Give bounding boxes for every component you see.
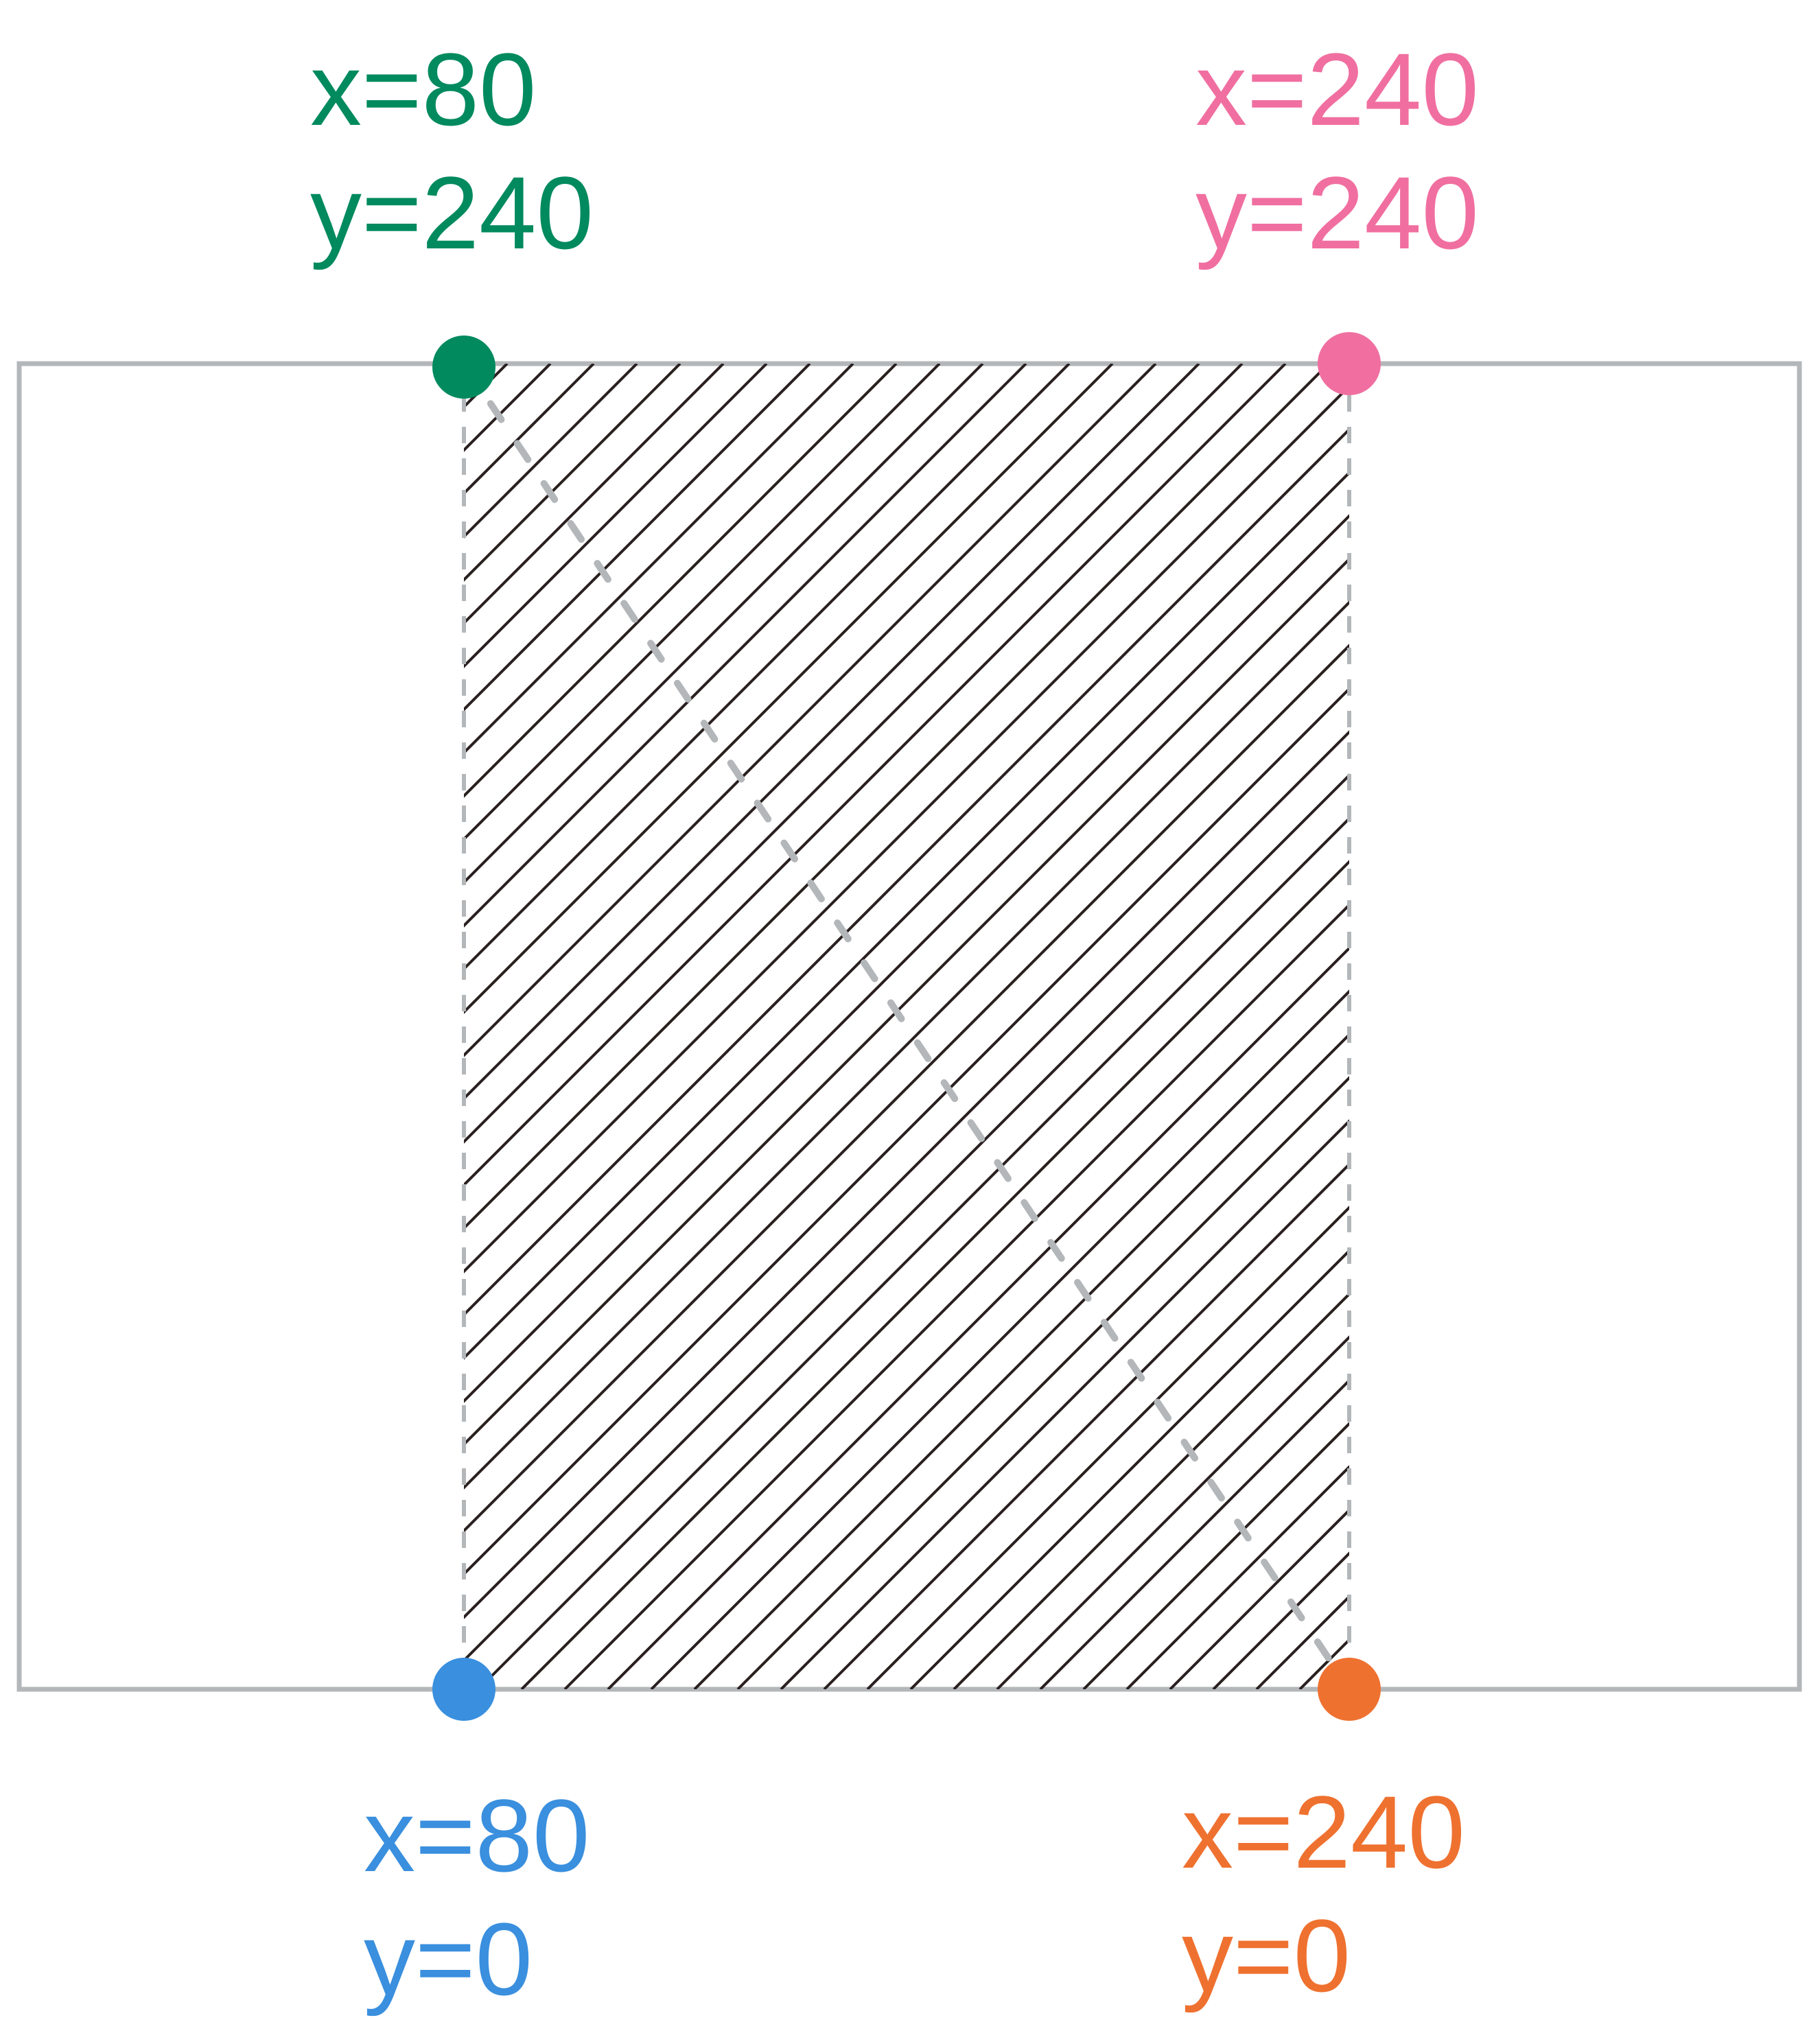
hatch-line	[563, 903, 1349, 1689]
hatched-region	[464, 364, 1349, 1689]
hatch-line	[866, 1206, 1349, 1689]
hatch-line	[464, 557, 1349, 1446]
point-bottom-left	[432, 1658, 495, 1721]
hatch-line	[464, 364, 1200, 1101]
hatch-line	[464, 364, 1330, 1230]
label-bottom-left-y: y=0	[364, 1901, 533, 2017]
hatch-line	[464, 364, 1157, 1057]
hatch-line	[780, 1119, 1349, 1689]
outer-frame	[16, 361, 1802, 1692]
hatch-line	[607, 946, 1349, 1689]
hatch-line	[1082, 1422, 1349, 1689]
hatch-line	[464, 364, 984, 884]
label-top-right-x: x=240	[1195, 32, 1479, 147]
label-bottom-right: x=240 y=0	[1182, 1770, 1465, 2017]
label-bottom-left: x=80 y=0	[364, 1774, 590, 2021]
point-top-left	[432, 336, 495, 399]
hatch-line	[464, 364, 552, 452]
hatch-line	[477, 817, 1349, 1689]
hatch-line	[464, 364, 854, 755]
hatch-line	[464, 471, 1349, 1360]
label-top-left-x: x=80	[310, 32, 537, 147]
hatch-line	[464, 364, 1071, 971]
hatch-line	[520, 860, 1349, 1689]
hatch-line	[693, 1033, 1349, 1689]
label-top-right: x=240 y=240	[1195, 27, 1479, 274]
hatch-line	[1255, 1595, 1349, 1689]
hatch-line	[464, 730, 1349, 1619]
hatch-line	[1298, 1638, 1349, 1689]
label-top-right-y: y=240	[1195, 155, 1479, 270]
label-bottom-right-x: x=240	[1182, 1774, 1465, 1890]
hatch-line	[464, 364, 768, 668]
hatch-line	[1169, 1508, 1349, 1689]
label-bottom-right-y: y=0	[1182, 1898, 1351, 2013]
label-top-left: x=80 y=240	[310, 27, 594, 274]
hatch-line	[464, 364, 1027, 928]
label-bottom-left-x: x=80	[364, 1778, 590, 1893]
hatch-line	[464, 514, 1349, 1403]
hatch-line	[464, 687, 1349, 1576]
hatch-line	[1039, 1378, 1349, 1689]
hatch-line	[464, 364, 941, 841]
hatch-line	[464, 773, 1349, 1663]
hatch-line	[953, 1292, 1349, 1689]
hatch-line	[464, 427, 1349, 1317]
hatch-line	[823, 1162, 1349, 1689]
hatch-line	[464, 364, 638, 539]
hatch-line	[464, 364, 725, 625]
hatch-line	[464, 364, 811, 712]
hatch-line	[1342, 1681, 1349, 1689]
point-bottom-right	[1318, 1658, 1381, 1721]
hatch-line	[650, 989, 1349, 1689]
hatch-line	[1125, 1465, 1349, 1689]
point-top-right	[1318, 332, 1381, 395]
hatch-line	[909, 1249, 1349, 1689]
hatch-line	[464, 364, 1244, 1144]
hatch-line	[464, 644, 1349, 1533]
hatch-line	[736, 1076, 1349, 1689]
hatch-line	[464, 364, 1287, 1187]
hatch-line	[464, 364, 898, 798]
hatch-line	[464, 364, 509, 409]
hatch-line	[464, 600, 1349, 1490]
label-top-left-y: y=240	[310, 155, 594, 270]
hatch-line	[996, 1335, 1349, 1689]
hatch-line	[464, 364, 1114, 1014]
hatch-line	[464, 384, 1349, 1273]
hatch-line	[464, 364, 465, 366]
